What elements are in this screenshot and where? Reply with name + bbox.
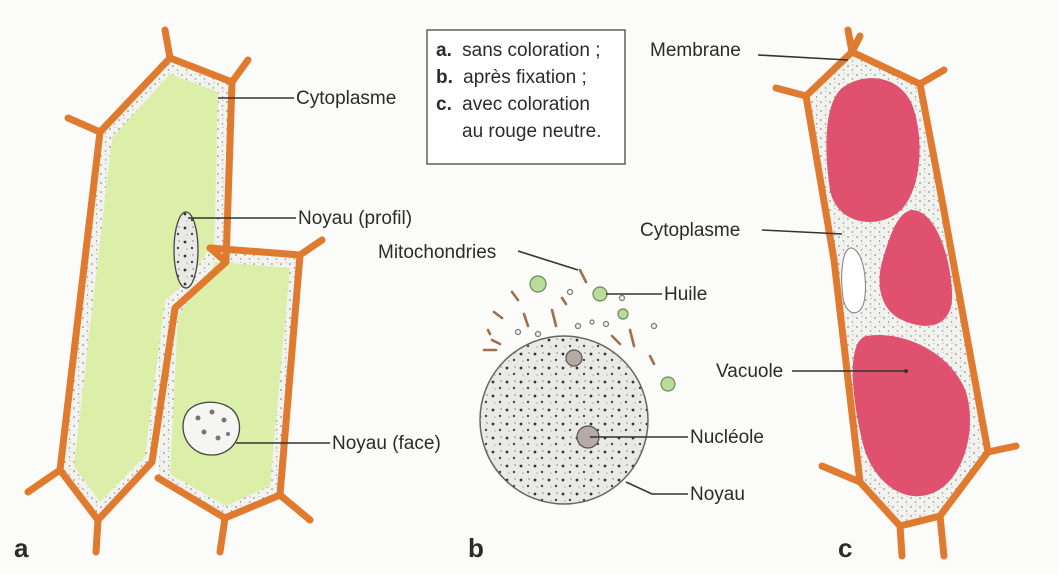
label-nucleole: Nucléole [690,427,764,448]
label-noyau-b: Noyau [690,484,745,505]
nucleolus-small [566,350,582,366]
label-mitochondries: Mitochondries [378,242,496,263]
nucleus-profile [174,212,198,288]
label-vacuole: Vacuole [716,361,783,382]
legend-key-b: b. [436,67,453,88]
legend-text-c2: au rouge neutre. [462,121,601,142]
nucleus-b [480,336,648,504]
legend-text-b: après fixation ; [463,67,587,88]
panel-a: Cytoplasme Noyau (profil) Noyau (face) a [14,30,441,563]
panel-letter-a: a [14,533,29,563]
panel-letter-c: c [838,533,852,563]
label-cytoplasme-c: Cytoplasme [640,220,740,241]
legend-text-c: avec coloration [462,94,590,115]
label-membrane: Membrane [650,40,741,61]
label-noyau-profil: Noyau (profil) [298,208,412,229]
legend-box: a. sans coloration ; b. après fixation ;… [427,30,625,164]
pointer-membrane [758,55,848,60]
label-cytoplasme-a: Cytoplasme [296,88,396,109]
vacuole-c-top [826,78,919,222]
label-noyau-face: Noyau (face) [332,433,441,454]
panel-b: Mitochondries Huile Nucléole Noyau b [378,242,764,563]
legend-text-a: sans coloration ; [462,40,600,61]
legend-key-a: a. [436,40,452,61]
label-huile: Huile [664,284,707,305]
panel-letter-b: b [468,533,484,563]
pointer-vacuole-dot [904,369,908,373]
small-granules [516,290,657,337]
legend-key-c: c. [436,94,452,115]
pointer-noyau-b [626,482,688,494]
pointer-mitochondries [518,251,578,270]
